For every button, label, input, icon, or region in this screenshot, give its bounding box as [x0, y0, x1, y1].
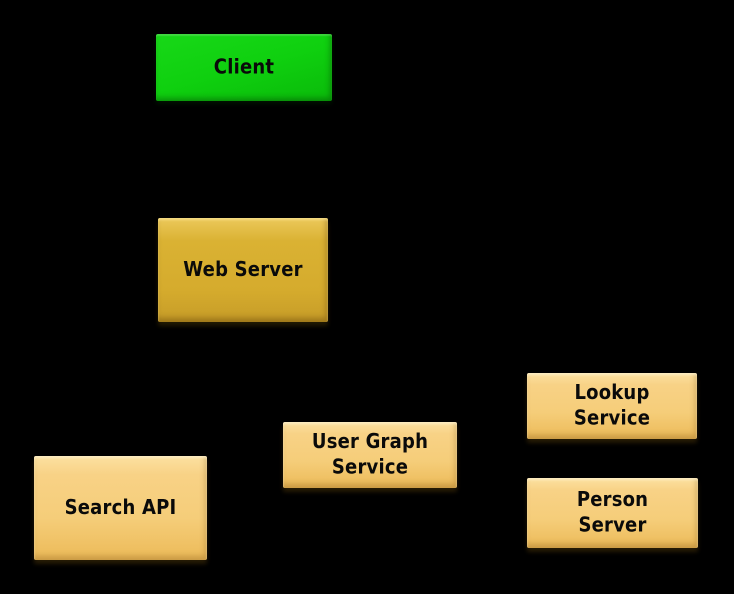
node-web-server-label: Web Server [183, 257, 303, 282]
diagram-node-search-api: Search API [34, 456, 207, 560]
node-lookup-service-label: Lookup Service [573, 380, 651, 431]
diagram-node-user-graph-service: User Graph Service [283, 422, 457, 488]
node-person-server-label: Person Server [576, 487, 649, 538]
diagram-node-web-server: Web Server [158, 218, 328, 322]
node-search-api-label: Search API [64, 495, 177, 520]
diagram-node-person-server: Person Server [527, 478, 698, 548]
diagram-node-client: Client [156, 34, 332, 101]
node-user-graph-service-label: User Graph Service [311, 429, 429, 480]
node-client-label: Client [213, 54, 275, 79]
diagram-node-lookup-service: Lookup Service [527, 373, 697, 439]
